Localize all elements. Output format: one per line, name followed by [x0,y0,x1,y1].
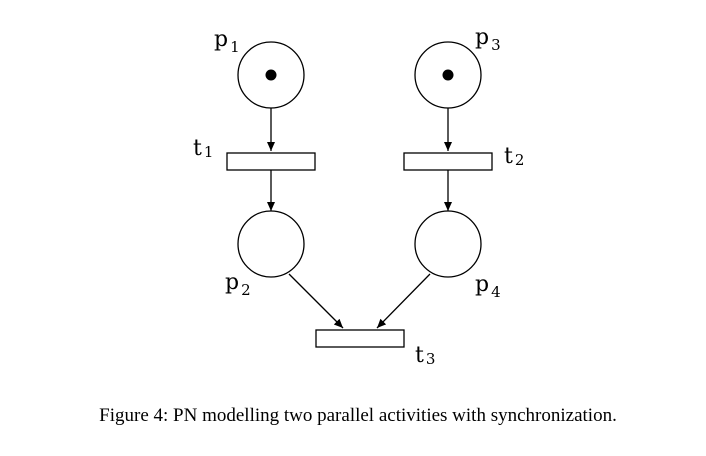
figure-caption: Figure 4: PN modelling two parallel acti… [99,405,617,426]
place-circle [414,210,482,278]
arc-p4-t3 [376,273,431,329]
transition-bar [226,152,316,171]
place-circle [237,210,305,278]
token [442,69,454,81]
transition-bar [315,329,405,348]
arcs [267,108,452,329]
arc-p2-t3 [288,273,344,329]
token [265,69,277,81]
transition-bar [403,152,493,171]
